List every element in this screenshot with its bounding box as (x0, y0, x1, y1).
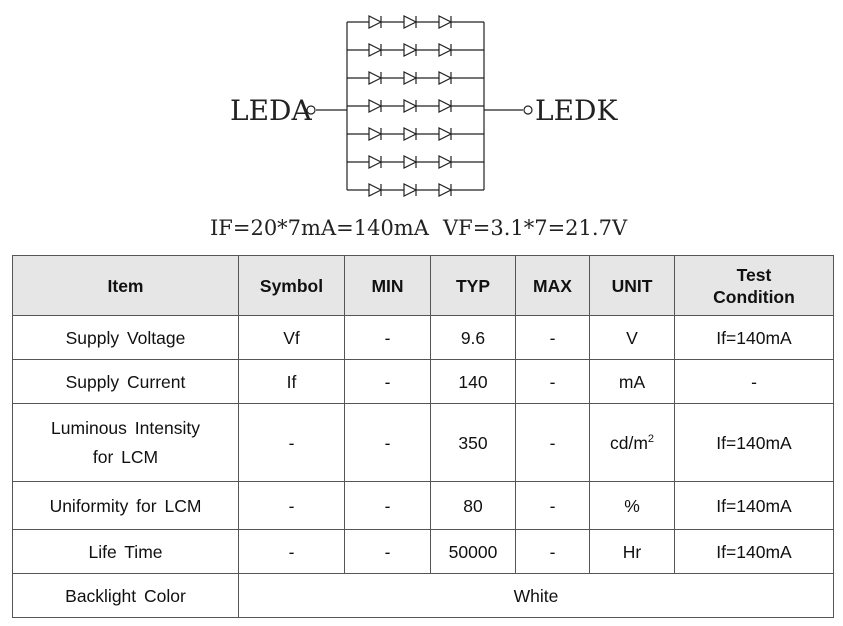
header-condition-line1: Test (736, 264, 772, 285)
cell-item: Uniformity for LCM (12, 481, 239, 530)
cell-min: - (344, 359, 431, 404)
led-diode (368, 127, 383, 141)
cathode-label: LEDK (535, 94, 618, 127)
cell-max: - (515, 481, 590, 530)
led-diode (403, 99, 418, 113)
led-diode (438, 127, 453, 141)
header-max: MAX (515, 255, 590, 316)
led-diode (403, 43, 418, 57)
cell-min: - (344, 481, 431, 530)
led-diode (438, 71, 453, 85)
header-condition-line2: Condition (713, 286, 795, 307)
led-diode (403, 71, 418, 85)
led-diode (368, 15, 383, 29)
cell-typ: 9.6 (430, 315, 516, 360)
led-circuit-diagram: LEDA LEDK (230, 15, 618, 197)
cell-condition: If=140mA (674, 403, 834, 482)
cell-symbol: - (238, 529, 345, 574)
cell-symbol: Vf (238, 315, 345, 360)
cell-typ: 80 (430, 481, 516, 530)
led-diode (368, 99, 383, 113)
led-diode (438, 99, 453, 113)
cell-min: - (344, 529, 431, 574)
header-min: MIN (344, 255, 431, 316)
table-row: Backlight Color White (12, 573, 834, 618)
table-row: Supply Current If - 140 - mA - (12, 359, 834, 404)
led-diode (438, 183, 453, 197)
cell-symbol: - (238, 481, 345, 530)
forward-current-equation: IF=20*7mA=140mA (210, 216, 429, 240)
header-typ: TYP (430, 255, 516, 316)
anode-terminal (306, 105, 316, 115)
anode-label: LEDA (230, 94, 312, 127)
cathode-terminal (523, 105, 533, 115)
cell-condition: If=140mA (674, 315, 834, 360)
led-diode (403, 127, 418, 141)
cell-condition: If=140mA (674, 529, 834, 574)
cell-unit-base: cd/m (609, 432, 648, 453)
cell-item: Supply Current (12, 359, 239, 404)
cell-max: - (515, 403, 590, 482)
table-row: Uniformity for LCM - - 80 - % If=140mA (12, 481, 834, 530)
cell-symbol: - (238, 403, 345, 482)
cell-min: - (344, 315, 431, 360)
table-row: Life Time - - 50000 - Hr If=140mA (12, 529, 834, 574)
cell-min: - (344, 403, 431, 482)
cell-unit: mA (589, 359, 675, 404)
cell-unit: Hr (589, 529, 675, 574)
cell-max: - (515, 529, 590, 574)
cell-unit: cd/m2 (589, 403, 675, 482)
cell-unit: V (589, 315, 675, 360)
cell-symbol: If (238, 359, 345, 404)
table-row: Luminous Intensity for LCM - - 350 - cd/m… (12, 403, 834, 482)
cell-backlight-color-value: White (238, 573, 834, 618)
led-array (346, 15, 485, 197)
cell-typ: 140 (430, 359, 516, 404)
led-diode (368, 155, 383, 169)
led-diode (403, 155, 418, 169)
cell-condition: - (674, 359, 834, 404)
cell-item-line2: for LCM (92, 446, 159, 467)
cell-item: Life Time (12, 529, 239, 574)
cell-item: Supply Voltage (12, 315, 239, 360)
cell-max: - (515, 359, 590, 404)
led-diode (368, 43, 383, 57)
cell-typ: 350 (430, 403, 516, 482)
led-diode (438, 155, 453, 169)
header-item: Item (12, 255, 239, 316)
cell-typ: 50000 (430, 529, 516, 574)
led-diode (368, 183, 383, 197)
cell-item-line1: Luminous Intensity (51, 417, 200, 438)
header-symbol: Symbol (238, 255, 345, 316)
cell-unit-superscript: 2 (647, 432, 655, 445)
header-unit: UNIT (589, 255, 675, 316)
led-diode (403, 15, 418, 29)
led-diode (368, 71, 383, 85)
led-diode (438, 43, 453, 57)
led-diode (403, 183, 418, 197)
cell-max: - (515, 315, 590, 360)
cell-condition: If=140mA (674, 481, 834, 530)
led-diode (438, 15, 453, 29)
cell-item: Luminous Intensity for LCM (12, 403, 239, 482)
cell-unit: % (589, 481, 675, 530)
cell-item: Backlight Color (12, 573, 239, 618)
forward-voltage-equation: VF=3.1*7=21.7V (443, 216, 628, 240)
table-row: Supply Voltage Vf - 9.6 - V If=140mA (12, 315, 834, 360)
